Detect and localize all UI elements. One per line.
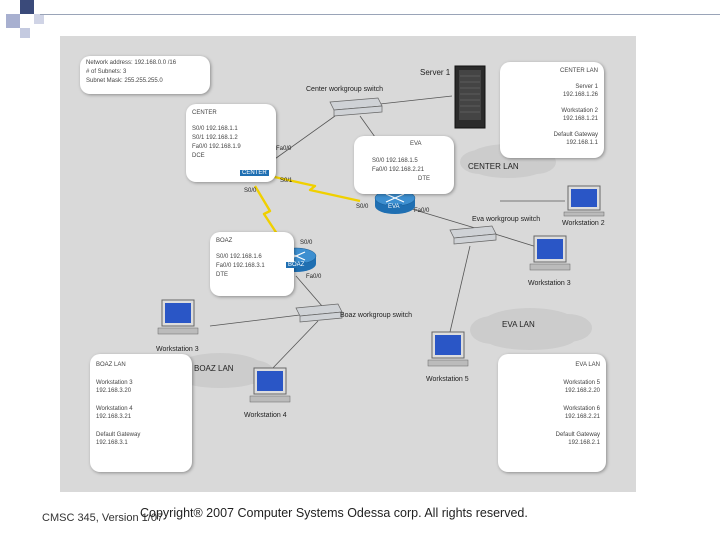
eva-switch-label: Eva workgroup switch [472, 216, 541, 223]
workstation-3-label: Workstation 3 [528, 280, 571, 287]
eva-lan-box: EVA LAN Workstation 5 192.168.2.20 Works… [498, 354, 606, 472]
boaz-line: S0/0 192.168.1.6 [216, 254, 262, 260]
center-line: DCE [192, 153, 205, 159]
center-line: S0/1 192.168.1.2 [192, 135, 238, 141]
eva-line: Fa0/0 192.168.2.21 [372, 167, 425, 173]
eva-lan-cloud-label: EVA LAN [502, 320, 535, 329]
workstation-2-label: Workstation 2 [562, 220, 605, 227]
eva-router-box: EVA S0/0 192.168.1.5 Fa0/0 192.168.2.21 … [354, 136, 454, 194]
center-title: CENTER [192, 110, 217, 116]
network-diagram: Network address: 192.168.0.0 /16 # of Su… [60, 36, 636, 492]
workstation-5-label: Workstation 5 [426, 376, 469, 383]
decorative-squares [0, 0, 720, 40]
boaz-lan-cloud-label: BOAZ LAN [194, 364, 234, 373]
workstation-icon [529, 235, 571, 271]
course-version: CMSC 345, Version 1/07 [42, 512, 164, 524]
server-icon [454, 65, 486, 129]
boaz-lan-line: 192.168.3.1 [96, 440, 128, 446]
center-lan-line: Server 1 [575, 84, 598, 90]
eva-lan-line: 192.168.2.1 [568, 440, 600, 446]
boaz-lan-line: 192.168.3.20 [96, 388, 132, 394]
eva-line: S0/0 192.168.1.5 [372, 158, 418, 164]
eva-lan-line: Default Gateway [555, 432, 600, 438]
workstation-icon [563, 185, 605, 217]
router-eva-label: EVA [386, 204, 402, 210]
server-1-label: Server 1 [420, 68, 451, 77]
boaz-line: Fa0/0 192.168.3.1 [216, 263, 265, 269]
center-line: S0/0 192.168.1.1 [192, 126, 238, 132]
eva-lan-title: EVA LAN [575, 362, 600, 368]
workstation-icon [427, 331, 469, 367]
eva-fa00-label: Fa0/0 [414, 208, 430, 214]
network-info-box: Network address: 192.168.0.0 /16 # of Su… [80, 56, 210, 94]
center-s01-label: S0/1 [280, 178, 293, 184]
eva-lan-line: 192.168.2.21 [564, 414, 600, 420]
boaz-lan-title: BOAZ LAN [96, 362, 126, 368]
switch-icon [295, 303, 343, 323]
boaz-title: BOAZ [216, 238, 233, 244]
boaz-router-box: BOAZ S0/0 192.168.1.6 Fa0/0 192.168.3.1 … [210, 232, 294, 296]
eva-lan-line: Workstation 5 [563, 380, 600, 386]
center-s00-label: S0/0 [244, 188, 257, 194]
eva-lan-line: Workstation 6 [563, 406, 600, 412]
router-boaz-label: BOAZ [286, 262, 307, 268]
router-center-label: CENTER [240, 170, 269, 176]
center-lan-line: 192.168.1.21 [562, 116, 598, 122]
workstation-icon [157, 299, 199, 335]
center-lan-line: Workstation 2 [561, 108, 598, 114]
workstation-4-label: Workstation 4 [244, 412, 287, 419]
switch-icon [449, 225, 497, 245]
boaz-line: DTE [216, 272, 228, 278]
network-address: Network address: 192.168.0.0 /16 [86, 60, 177, 66]
center-lan-line: Default Gateway [553, 132, 598, 138]
title-rule [40, 14, 720, 15]
cloud-icon [168, 353, 274, 388]
center-switch-label: Center workgroup switch [306, 86, 384, 93]
subnet-mask: Subnet Mask: 255.255.255.0 [86, 78, 163, 84]
cloud-icon [470, 308, 592, 350]
center-router-box: CENTER S0/0 192.168.1.1 S0/1 192.168.1.2… [186, 104, 276, 182]
center-fa00-label: Fa0/0 [276, 146, 292, 152]
copyright-notice: Copyright® 2007 Computer Systems Odessa … [140, 506, 528, 520]
subnet-count: # of Subnets: 3 [86, 69, 127, 75]
eva-line: DTE [418, 176, 430, 182]
boaz-lan-line: Workstation 4 [96, 406, 133, 412]
workstation-icon [249, 367, 291, 403]
center-lan-box: CENTER LAN Server 1 192.168.1.26 Worksta… [500, 62, 604, 158]
eva-title: EVA [410, 141, 422, 147]
boaz-fa00-label: Fa0/0 [306, 274, 322, 280]
eva-s00-label: S0/0 [356, 204, 369, 210]
boaz-lan-line: Workstation 3 [96, 380, 133, 386]
center-lan-title: CENTER LAN [559, 68, 598, 74]
center-line: Fa0/0 192.168.1.9 [192, 144, 241, 150]
boaz-lan-line: 192.168.3.21 [96, 414, 132, 420]
center-lan-line: 192.168.1.26 [562, 92, 598, 98]
boaz-s00-label: S0/0 [300, 240, 313, 246]
boaz-lan-box: BOAZ LAN Workstation 3 192.168.3.20 Work… [90, 354, 192, 472]
boaz-switch-label: Boaz workgroup switch [340, 312, 412, 319]
center-lan-line: 192.168.1.1 [566, 140, 598, 146]
eva-lan-line: 192.168.2.20 [564, 388, 600, 394]
switch-icon [329, 97, 383, 117]
center-lan-cloud-label: CENTER LAN [468, 162, 519, 171]
workstation-3-left-label: Workstation 3 [156, 346, 199, 353]
boaz-lan-line: Default Gateway [96, 432, 141, 438]
